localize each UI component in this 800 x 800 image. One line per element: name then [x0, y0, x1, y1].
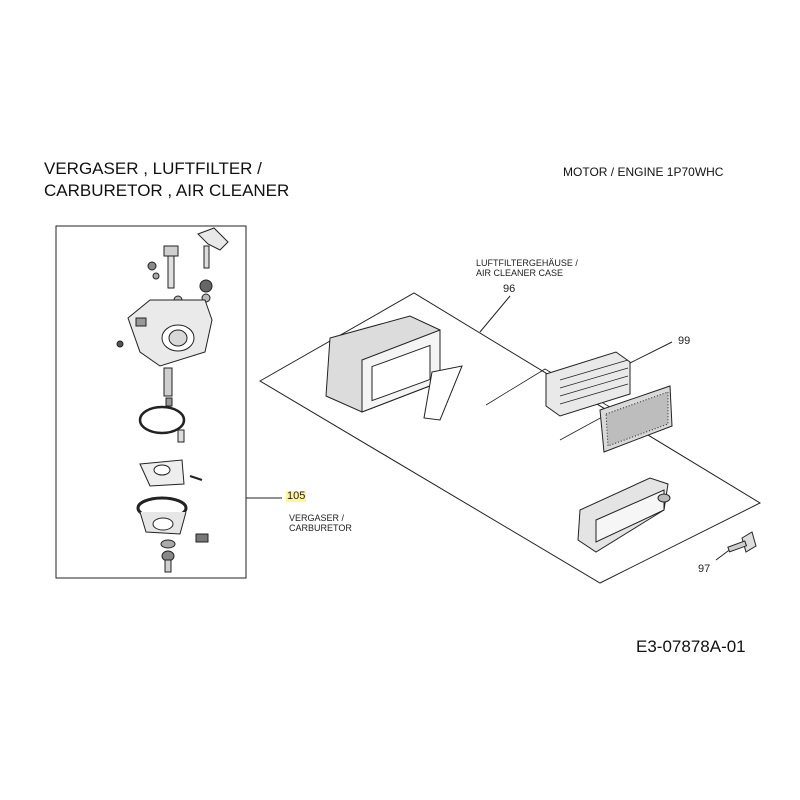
part-number-99: 99: [678, 335, 691, 347]
part-105-label-line-1: VERGASER /: [289, 513, 345, 523]
part-number-97: 97: [698, 563, 711, 575]
title-line-2: CARBURETOR , AIR CLEANER: [44, 181, 290, 200]
title-line-1: VERGASER , LUFTFILTER /: [44, 159, 262, 178]
engine-model: MOTOR / ENGINE 1P70WHC: [563, 165, 724, 179]
air-cleaner-group-frame: [259, 292, 762, 584]
wing-bolt-97: [727, 531, 757, 553]
drawing-code: E3-07878A-01: [636, 637, 746, 656]
part-number-96: 96: [503, 283, 516, 295]
part-96-label-line-2: AIR CLEANER CASE: [476, 268, 564, 278]
air-cleaner-cover: [577, 477, 671, 553]
part-96-label-line-1: LUFTFILTERGEHÄUSE /: [476, 258, 578, 268]
carburetor-group-frame: [55, 225, 247, 579]
leader-96: [479, 295, 511, 333]
part-105-label-line-2: CARBURETOR: [289, 523, 352, 533]
air-cleaner-case-96: [325, 315, 463, 421]
air-filter-element-99: [545, 351, 673, 453]
part-number-105: 105: [286, 490, 307, 502]
carburetor-parts: [116, 227, 229, 573]
